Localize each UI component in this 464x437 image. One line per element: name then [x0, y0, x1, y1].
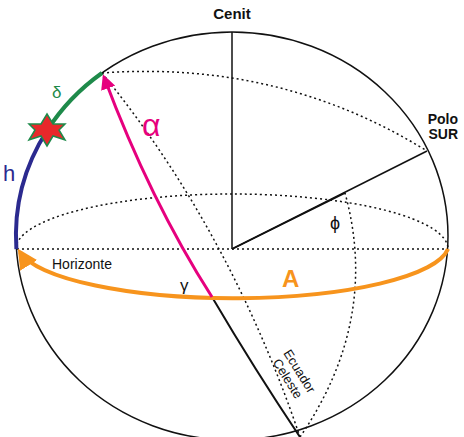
horizon-label: Horizonte	[52, 257, 112, 272]
hour-circle	[102, 71, 427, 151]
pole-axis	[232, 151, 427, 249]
zenith-label: Cenit	[213, 6, 251, 23]
vernal-point-symbol: γ	[180, 277, 189, 296]
right-ascension-arc	[104, 77, 212, 297]
azimuth-symbol: A	[282, 266, 299, 292]
declination-arc	[47, 73, 102, 130]
right-ascension-symbol: α	[142, 108, 161, 143]
zenith-line	[231, 32, 233, 249]
altitude-arc	[16, 130, 47, 249]
pole-label: Polo SUR	[418, 112, 458, 143]
equator-label: Ecuador Celeste	[266, 343, 321, 407]
meridian-back	[102, 73, 300, 437]
latitude-symbol: ϕ	[330, 214, 340, 234]
declination-symbol: δ	[52, 84, 61, 103]
altitude-symbol: h	[3, 162, 15, 186]
latitude-line	[232, 193, 345, 249]
equator-back	[300, 193, 356, 437]
azimuth-arc	[20, 249, 448, 298]
sphere-outline	[16, 32, 448, 437]
star-symbol	[29, 114, 65, 146]
